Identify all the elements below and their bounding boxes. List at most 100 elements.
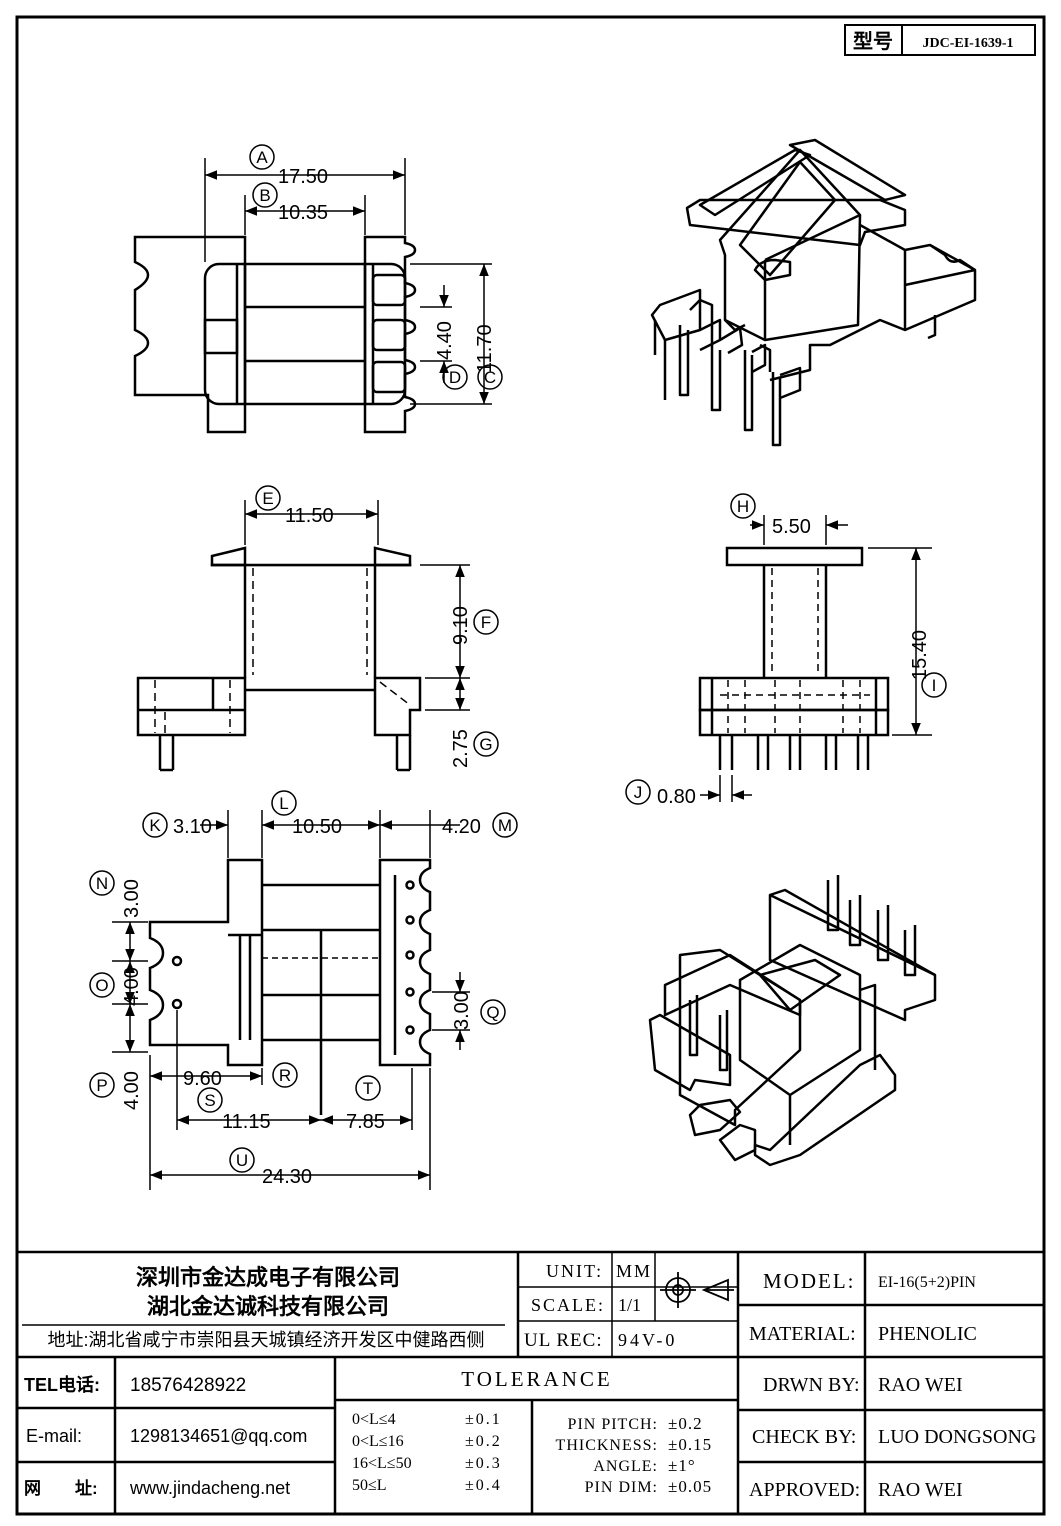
callout-k: K (149, 816, 161, 835)
callout-l: L (279, 794, 288, 813)
drawn-value: RAO WEI (878, 1374, 963, 1396)
isometric-view-bottom (648, 875, 937, 1167)
approved-label: APPROVED: (749, 1479, 860, 1501)
dim-t-value: 7.85 (346, 1111, 385, 1133)
front-view-hidden (154, 568, 411, 733)
thickness-value: ±0.15 (668, 1435, 712, 1454)
dim-d-value: 4.40 (434, 321, 456, 360)
dim-j-value: 0.80 (657, 786, 696, 808)
web-value: www.jindacheng.net (129, 1478, 290, 1498)
bottom-view-dims (112, 810, 470, 1190)
front-view (136, 546, 422, 772)
callout-circles (89, 144, 947, 1173)
tolerance-range-2: 0<L≤16 (352, 1433, 404, 1450)
angle-label: ANGLE: (593, 1458, 658, 1475)
callout-o: O (95, 976, 108, 995)
callout-letters: A B C D E F G H I J K L M N O P Q R S T … (95, 148, 936, 1170)
material-value: PHENOLIC (878, 1323, 977, 1345)
pin-dim-value: ±0.05 (668, 1477, 712, 1496)
callout-p: P (96, 1076, 107, 1095)
title-block-lines (17, 1250, 1044, 1514)
model-label: MODEL: (763, 1269, 856, 1293)
projection-symbol-icon (660, 1272, 734, 1308)
company-name-1: 深圳市金达成电子有限公司 (136, 1265, 400, 1290)
check-value: LUO DONGSONG (878, 1426, 1036, 1448)
callout-c: C (484, 368, 496, 387)
web-label: 网 址: (24, 1479, 98, 1498)
scale-label: SCALE: (531, 1295, 605, 1315)
tolerance-range-3: 16<L≤50 (352, 1455, 412, 1472)
tolerance-value-1: ±0.1 (465, 1411, 502, 1428)
top-view (133, 235, 417, 434)
isometric-view-top (650, 138, 977, 447)
check-label: CHECK BY: (752, 1426, 856, 1448)
callout-t: T (363, 1079, 373, 1098)
callout-g: G (479, 735, 492, 754)
model-code-box: 型号 JDC-EI-1639-1 (844, 24, 1036, 56)
dim-s-value: 11.15 (222, 1111, 271, 1133)
callout-a: A (256, 148, 268, 167)
callout-d: D (449, 368, 461, 387)
approved-value: RAO WEI (878, 1479, 963, 1501)
callout-m: M (498, 816, 512, 835)
unit-label: UNIT: (546, 1261, 603, 1281)
email-value: 1298134651@qq.com (130, 1426, 307, 1446)
tolerance-range-4: 50≤L (352, 1477, 387, 1494)
callout-n: N (96, 874, 108, 893)
callout-i: I (932, 676, 937, 695)
dim-u-value: 24.30 (262, 1166, 312, 1188)
tolerance-title: TOLERANCE (461, 1367, 612, 1391)
front-view-dims (244, 500, 470, 711)
side-view (698, 546, 890, 770)
dim-n-value: 3.00 (121, 879, 143, 918)
tel-label: TEL电话: (24, 1374, 100, 1395)
unit-value: MM (616, 1261, 652, 1281)
callout-s: S (204, 1091, 215, 1110)
tolerance-value-3: ±0.3 (465, 1455, 502, 1472)
callout-u: U (236, 1151, 248, 1170)
company-name-2: 湖北金达诚科技有限公司 (147, 1294, 389, 1319)
dim-q-value: 3.00 (451, 991, 473, 1030)
dim-l-value: 10.50 (292, 816, 342, 838)
drawn-label: DRWN BY: (763, 1374, 860, 1396)
dim-e-value: 11.50 (285, 505, 334, 527)
pin-pitch-value: ±0.2 (668, 1414, 703, 1433)
dim-a-value: 17.50 (278, 166, 328, 188)
model-code-value: JDC-EI-1639-1 (923, 36, 1014, 51)
callout-j: J (634, 783, 643, 802)
sheet-border (15, 15, 1046, 1516)
dim-p-value: 4.00 (121, 1071, 143, 1110)
model-code-label: 型号 (853, 30, 893, 53)
tel-value: 18576428922 (130, 1375, 246, 1396)
tolerance-range-1: 0<L≤4 (352, 1411, 396, 1428)
dim-c-value: 11.70 (474, 324, 496, 373)
side-view-dims (700, 515, 932, 802)
scale-value: 1/1 (618, 1295, 641, 1315)
dim-f-value: 9.10 (450, 606, 472, 645)
dim-r-value: 9.60 (183, 1068, 222, 1090)
dim-i-value: 15.40 (909, 630, 931, 680)
callout-e: E (262, 489, 273, 508)
tolerance-value-2: ±0.2 (465, 1433, 502, 1450)
top-view-dims (204, 158, 492, 405)
angle-value: ±1° (668, 1456, 696, 1475)
side-view-hidden (720, 568, 870, 733)
callout-f: F (481, 613, 491, 632)
company-address: 地址:湖北省咸宁市崇阳县天城镇经济开发区中健路西侧 (48, 1330, 485, 1350)
thickness-label: THICKNESS: (556, 1437, 658, 1454)
model-value: EI-16(5+2)PIN (878, 1274, 976, 1291)
dim-o-value: 4.00 (121, 967, 143, 1006)
dim-h-value: 5.50 (772, 516, 811, 538)
dim-k-value: 3.10 (173, 816, 212, 838)
dim-g-value: 2.75 (450, 729, 472, 768)
ulrec-label: UL REC: (524, 1330, 603, 1351)
dim-m-value: 4.20 (442, 816, 481, 838)
callout-r: R (279, 1066, 291, 1085)
email-label: E-mail: (26, 1426, 82, 1446)
dim-b-value: 10.35 (278, 202, 328, 224)
callout-b: B (259, 186, 270, 205)
dimension-values: 17.50 10.35 11.70 4.40 11.50 9.10 2.75 5… (121, 166, 931, 1188)
callout-h: H (737, 497, 749, 516)
bottom-view (148, 858, 432, 1115)
